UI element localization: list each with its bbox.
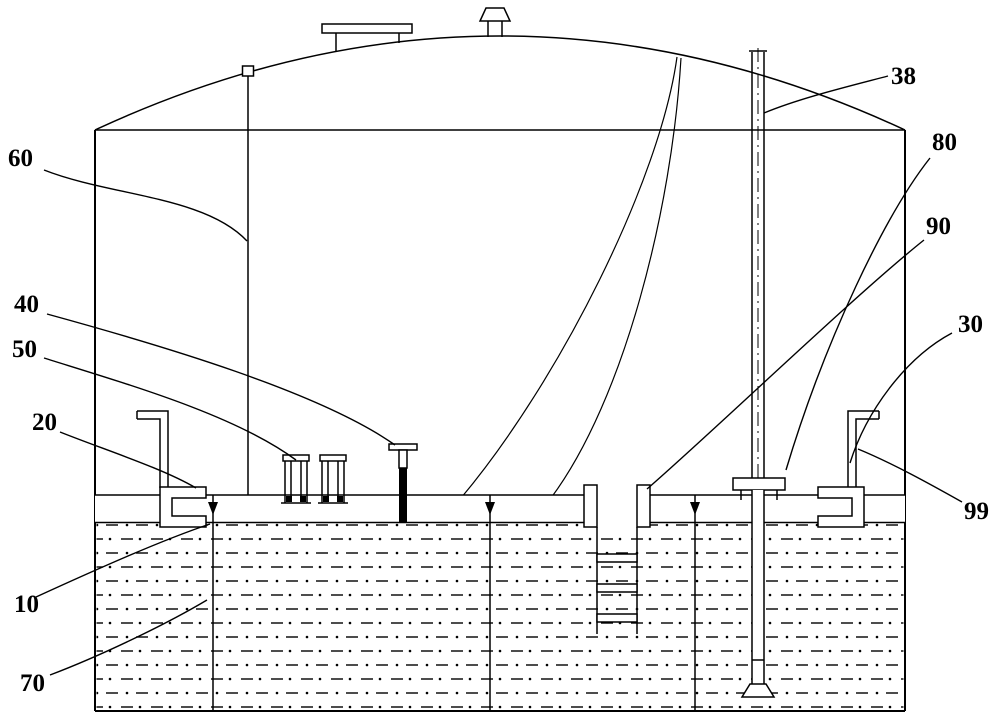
floating-deck (95, 494, 905, 524)
label-80: 80 (932, 129, 957, 156)
leader-70 (49, 599, 208, 676)
left-deck-clamp (159, 486, 207, 528)
post-a-foot-left (286, 496, 292, 502)
post-a-cap (282, 454, 310, 462)
deck-manhole-ladder (583, 484, 651, 634)
roof-hatch-plate (321, 23, 413, 34)
leader-40 (46, 313, 396, 446)
left-angle-outer (137, 410, 169, 488)
roof-hatch (321, 23, 413, 51)
support-leg-2 (485, 495, 495, 710)
right-rim-bracket (817, 410, 880, 528)
support-leg-2-arrow (485, 502, 495, 515)
deck-post-a (281, 454, 311, 504)
manhole-curb-right (636, 484, 651, 528)
standpipe-deck-flange (732, 477, 786, 491)
standpipe (732, 48, 786, 698)
tpost-cap (388, 443, 418, 451)
liquid-fill (96, 523, 904, 710)
guide-pole-head (241, 65, 255, 77)
leader-20 (59, 431, 197, 489)
leader-60 (43, 169, 248, 242)
label-10: 10 (14, 591, 39, 618)
ladder-rung-2 (596, 583, 638, 593)
callout-labels: 60 40 50 20 10 70 38 80 90 30 99 (8, 63, 989, 697)
standpipe-lower-body (752, 490, 764, 684)
leader-lines (35, 75, 963, 676)
left-rim-bracket (136, 410, 207, 528)
leader-38 (763, 75, 889, 114)
cable-line-right (550, 57, 682, 499)
dome-roof (94, 35, 906, 131)
deck-support-legs (208, 495, 700, 710)
label-40: 40 (14, 291, 39, 318)
right-angle-inner (855, 418, 879, 488)
label-99: 99 (964, 498, 989, 525)
post-b-foot-right (337, 496, 343, 502)
post-b-cap (319, 454, 347, 462)
label-90: 90 (926, 213, 951, 240)
deck-band (95, 495, 905, 523)
label-20: 20 (32, 409, 57, 436)
support-leg-1 (208, 495, 218, 710)
leader-30 (849, 332, 953, 464)
ladder-rung-3 (596, 613, 638, 623)
leader-80 (785, 157, 931, 471)
cable-line-left (460, 56, 678, 499)
left-angle-inner (137, 418, 161, 488)
post-a-foot-right (300, 496, 306, 502)
right-angle-outer (847, 410, 879, 488)
ladder-rung-1 (596, 553, 638, 563)
guide-pole (241, 65, 255, 495)
support-leg-1-arrow (208, 502, 218, 515)
manhole-curb-left (583, 484, 598, 528)
roof-vent (478, 7, 512, 37)
label-38: 38 (891, 63, 916, 90)
label-30: 30 (958, 311, 983, 338)
roof-vent-cap (478, 7, 512, 22)
leader-50 (43, 357, 297, 461)
label-50: 50 (12, 336, 37, 363)
tpost-stem (398, 449, 408, 469)
tpost-solid-bar (399, 468, 407, 522)
support-leg-3-arrow (690, 502, 700, 515)
post-b-foot-left (323, 496, 329, 502)
deck-post-b (318, 454, 348, 504)
flexible-cable (460, 56, 682, 499)
deck-nozzle-tpost (388, 443, 418, 522)
leader-90 (646, 239, 925, 490)
support-leg-3 (690, 495, 700, 710)
right-deck-clamp (817, 486, 865, 528)
leader-10 (35, 523, 211, 598)
leader-99 (857, 448, 963, 503)
standpipe-foot (740, 683, 776, 698)
label-60: 60 (8, 145, 33, 172)
label-70: 70 (20, 670, 45, 697)
tank-shell (94, 35, 906, 712)
